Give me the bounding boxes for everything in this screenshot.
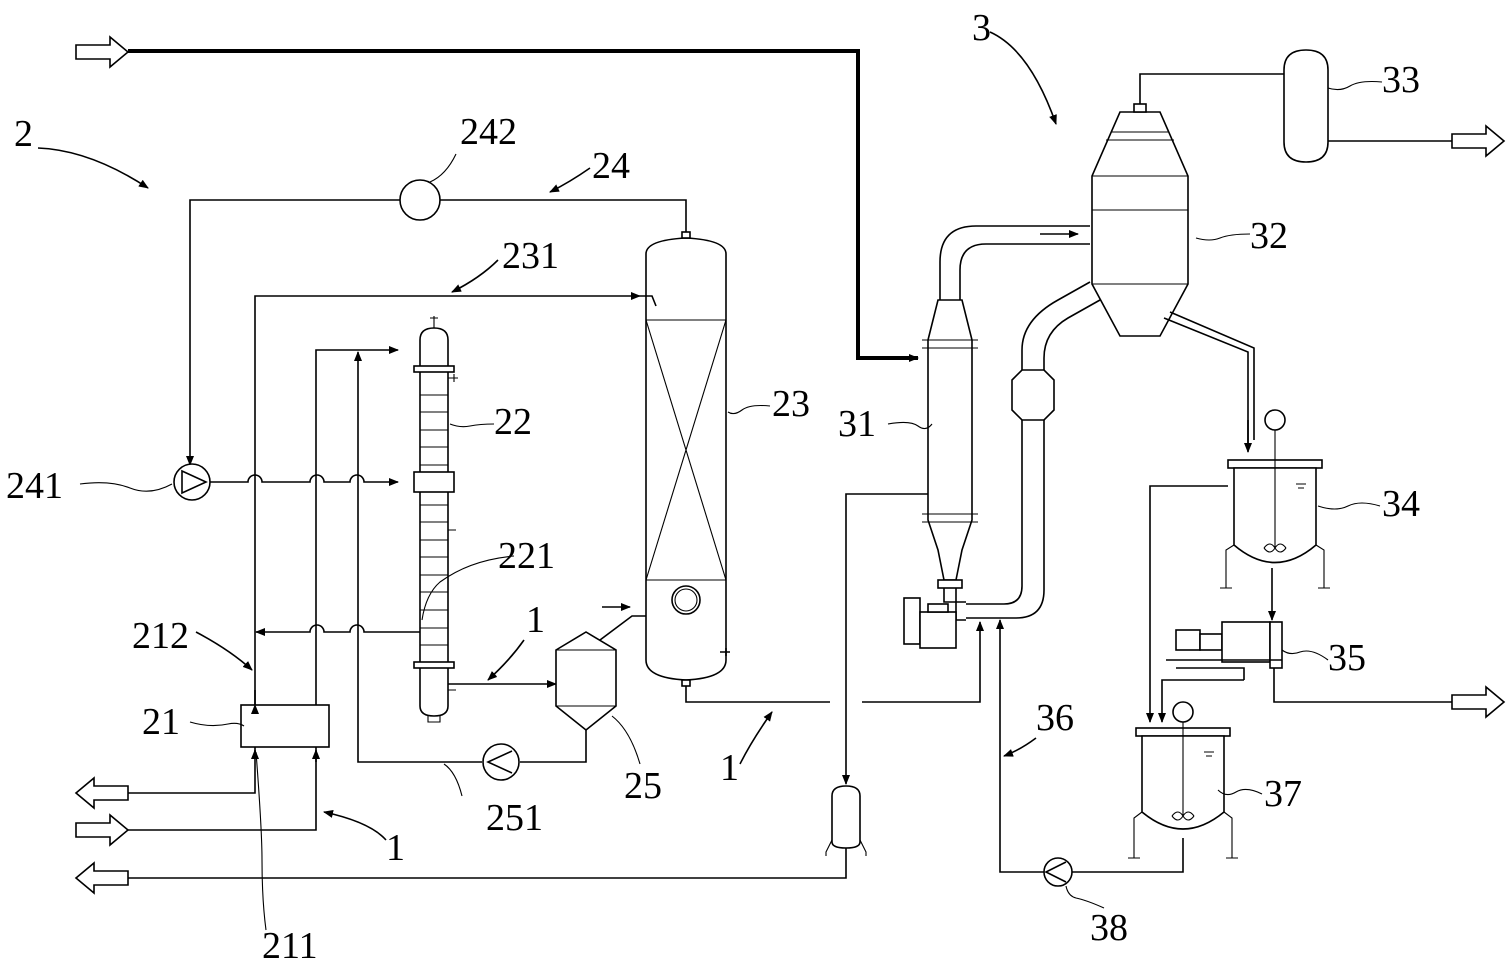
label-stream-1-c: 1 [386,827,405,869]
loop-24-line [440,199,687,236]
line-231 [254,292,641,705]
line-32-to-34 [1163,311,1255,450]
column-22 [413,316,458,723]
unit-33-condenser [1283,49,1329,163]
inlet-arrow-21 [75,813,130,847]
inlet-arrow-top [75,35,130,69]
label-line-211: 211 [262,925,318,967]
label-pump-38: 38 [1090,907,1128,949]
unit-25-vessel [555,603,661,732]
label-unit-242: 242 [460,111,517,153]
label-unit-35: 35 [1328,637,1366,679]
unit-37-tank [1128,701,1238,859]
label-line-251: 251 [486,797,543,839]
label-unit-32: 32 [1250,215,1288,257]
pump-251 [482,743,520,781]
label-pump-241: 241 [6,465,63,507]
line-21-to-22 [315,346,399,705]
label-unit-22: 22 [494,401,532,443]
label-unit-25: 25 [624,765,662,807]
pump-241 [173,463,211,501]
label-unit-21: 21 [142,701,180,743]
label-unit-33: 33 [1382,59,1420,101]
unit-34-tank [1220,409,1330,589]
label-line-212: 212 [132,615,189,657]
tilde-leaders [79,80,1383,931]
line-31-to-receiver [842,493,928,785]
label-loop-24: 24 [592,145,630,187]
label-line-231: 231 [502,235,559,277]
unit-242-circle [399,179,441,221]
unit-31-heater [922,299,978,589]
line-23-bottom [685,686,830,703]
label-port-221: 221 [498,535,555,577]
steam-line [128,49,919,362]
label-system-2: 2 [14,113,33,155]
riser-31-32 [939,225,1090,300]
line-251 [354,351,482,763]
leader-arrows [37,31,1057,841]
labels: 2 3 242 24 231 22 23 241 221 1 212 21 25… [6,7,1420,967]
label-unit-23: 23 [772,383,810,425]
label-unit-37: 37 [1264,773,1302,815]
unit-32-separator [1091,103,1189,337]
label-system-3: 3 [972,7,991,49]
label-line-36: 36 [1036,697,1074,739]
label-stream-1-a: 1 [526,599,545,641]
label-unit-34: 34 [1382,483,1420,525]
outlet-arrow-33 [1451,124,1506,158]
receiver-vessel [825,785,867,856]
label-unit-31: 31 [838,403,876,445]
outlet-arrow-bottom [74,861,129,895]
pump-38 [1043,857,1073,887]
outlet-arrow-21-a [74,776,129,810]
downcomer-32 [966,281,1101,619]
column-23 [640,231,730,687]
circulation-pump-31 [903,597,957,649]
outlet-arrow-35 [1451,685,1506,719]
feed-line-241 [210,474,399,486]
unit-35-centrifuge [1166,621,1283,680]
unit-21-box [240,704,330,748]
label-stream-1-b: 1 [720,747,739,789]
line-36 [999,640,1044,873]
line-212 [262,624,422,633]
